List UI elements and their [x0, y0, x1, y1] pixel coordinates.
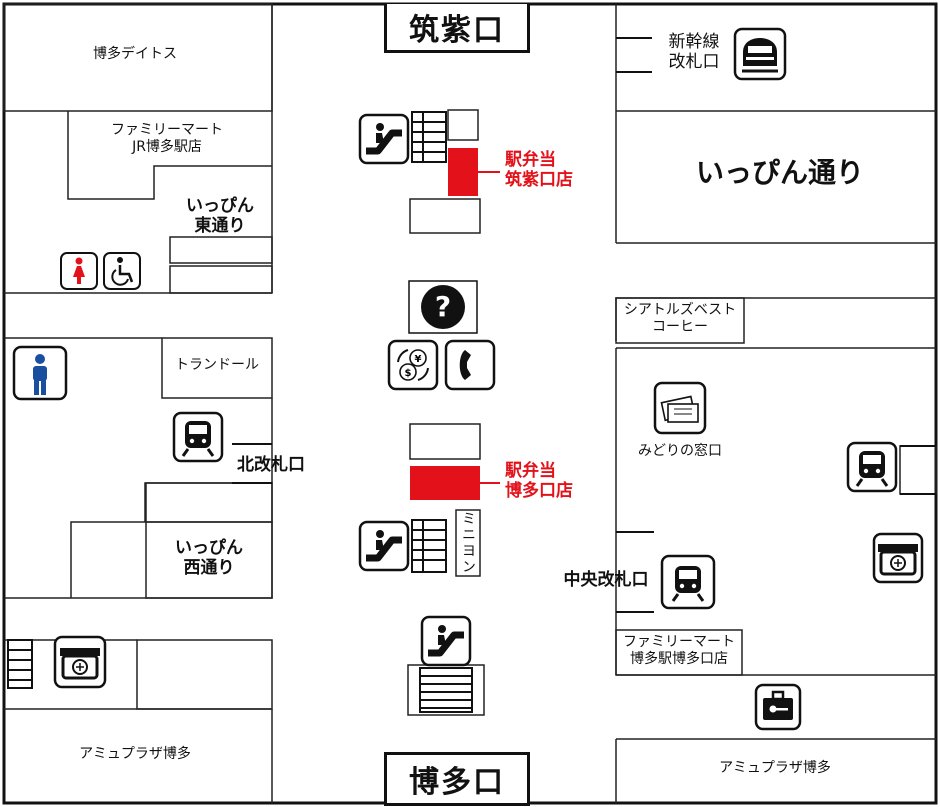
ippin-higashi-line1: いっぴん	[186, 196, 254, 216]
area-minion: ミニヨン	[460, 511, 476, 575]
area-amu-west: アミュプラザ博多	[79, 746, 191, 762]
wheelchair-icon	[103, 252, 141, 290]
familymart-hakataguchi-line2: 博多駅博多口店	[630, 650, 728, 667]
svg-text:¥: ¥	[415, 354, 422, 365]
area-tornado: トランドール	[175, 357, 259, 373]
ekiben-chikushi-line1: 駅弁当	[505, 150, 556, 170]
area-amu-east: アミュプラザ博多	[719, 760, 831, 776]
shop-ekiben-chikushi[interactable]: 駅弁当 筑紫口店	[505, 150, 573, 191]
gate-central[interactable]: 中央改札口	[563, 570, 649, 590]
area-ippin-dori: いっぴん通り	[695, 156, 864, 189]
ekiben-hakata-line2: 博多口店	[505, 481, 573, 502]
svg-text:?: ?	[435, 290, 451, 323]
locker-icon	[754, 683, 802, 731]
svg-text:$: $	[405, 368, 412, 379]
ekiben-hakata-shop	[410, 466, 480, 500]
shinkansen-line1: 新幹線	[668, 32, 720, 52]
area-ippin-higashi: いっぴん 東通り	[160, 196, 280, 237]
ticket-machine-icon	[53, 635, 107, 689]
ippin-nishi-line2: 西通り	[183, 558, 235, 579]
escalator-icon	[358, 113, 410, 165]
area-hakata-deitos: 博多デイトス	[93, 46, 177, 62]
train-icon	[172, 411, 224, 463]
ekiben-hakata-line1: 駅弁当	[505, 461, 556, 481]
familymart-hakataguchi-line1: ファミリーマート	[623, 634, 735, 650]
information-icon: ?	[408, 280, 478, 334]
train-icon	[660, 554, 716, 610]
telephone-icon	[444, 339, 496, 391]
currency-exchange-icon: ¥ $	[387, 339, 439, 391]
ticket-machine-icon	[872, 532, 924, 584]
escalator-icon	[420, 615, 472, 667]
exit-hakata[interactable]: 博多口	[384, 752, 530, 806]
ippin-nishi-line1: いっぴん	[175, 538, 243, 558]
familymart-jr-line1: ファミリーマート	[111, 122, 223, 138]
area-seattle-coffee: シアトルズベスト コーヒー	[616, 302, 744, 336]
gate-shinkansen[interactable]: 新幹線 改札口	[656, 32, 732, 73]
ekiben-chikushi-line2: 筑紫口店	[505, 170, 573, 191]
shinkansen-icon	[733, 27, 787, 81]
shop-ekiben-hakata[interactable]: 駅弁当 博多口店	[505, 461, 573, 502]
area-familymart-jr: ファミリーマート JR博多駅店	[92, 122, 242, 156]
facility-midori[interactable]: みどりの窓口	[638, 443, 722, 459]
restroom-male-icon	[12, 345, 68, 401]
gate-north[interactable]: 北改札口	[237, 455, 305, 475]
area-familymart-hakataguchi: ファミリーマート 博多駅博多口店	[616, 634, 742, 668]
familymart-jr-line2: JR博多駅店	[132, 138, 202, 155]
exit-chikushi[interactable]: 筑紫口	[384, 4, 530, 53]
ticket-icon	[653, 381, 707, 435]
shinkansen-line2: 改札口	[668, 52, 720, 73]
seattle-line1: シアトルズベスト	[623, 302, 737, 318]
ippin-higashi-line2: 東通り	[194, 216, 246, 237]
train-icon	[846, 441, 898, 493]
ekiben-chikushi-shop	[448, 148, 478, 196]
restroom-female-icon	[60, 252, 98, 290]
seattle-line2: コーヒー	[652, 318, 708, 335]
escalator-icon	[358, 520, 410, 572]
area-ippin-nishi: いっぴん 西通り	[146, 538, 272, 579]
